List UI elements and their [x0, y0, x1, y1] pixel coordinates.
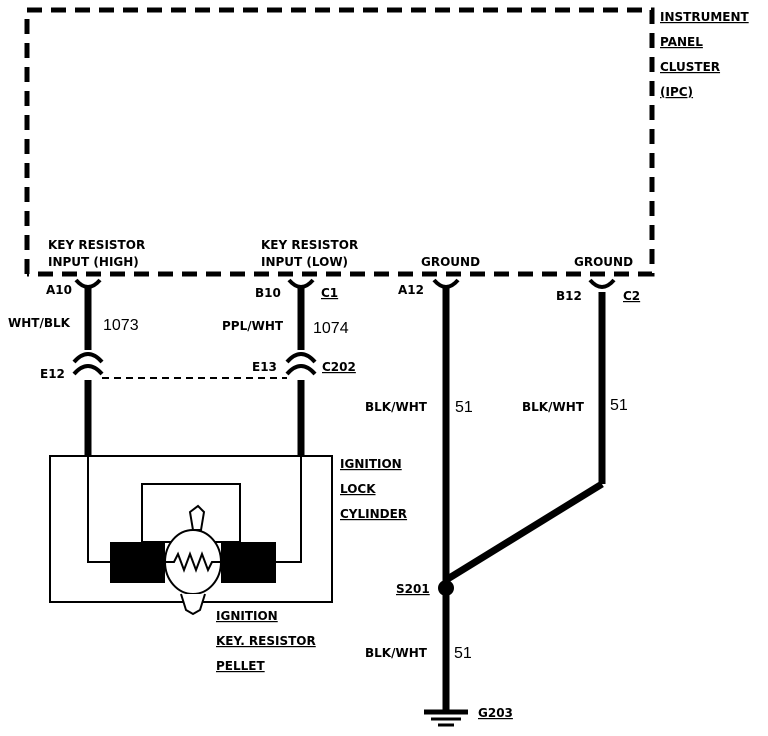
pellet-label-line1: IGNITION: [216, 609, 278, 623]
pin-e12: E12: [40, 367, 65, 381]
wires: [84, 288, 606, 712]
ignition-lock-line3: CYLINDER: [340, 507, 407, 521]
wire-51a-circuit: 51: [455, 399, 473, 416]
wire-51c-circuit: 51: [454, 645, 472, 662]
wire-1073-circuit: 1073: [103, 317, 139, 334]
splice-s201-dot: [438, 580, 454, 596]
key-low-label-line1: KEY RESISTOR: [261, 238, 358, 252]
splice-s201-label: S201: [396, 582, 430, 596]
ground2-label: GROUND: [574, 255, 633, 269]
ipc-label-line1: INSTRUMENT: [660, 10, 750, 24]
wire-51a-color: BLK/WHT: [365, 400, 428, 414]
pin-a10: A10: [46, 283, 72, 297]
ignition-lock-line1: IGNITION: [340, 457, 402, 471]
wire-1074-circuit: 1074: [313, 320, 349, 337]
wire-51b-color: BLK/WHT: [522, 400, 585, 414]
ground-g203-label: G203: [478, 706, 513, 720]
ground-symbol-icon: [424, 709, 468, 727]
resistor-pellet-icon: [164, 504, 222, 616]
pin-a12: A12: [398, 283, 424, 297]
wire-51b-circuit: 51: [610, 397, 628, 414]
ipc-dashed-outline: [24, 7, 655, 277]
ignition-lock-line2: LOCK: [340, 482, 376, 496]
pin-b12: B12: [556, 289, 582, 303]
wire-51c-color: BLK/WHT: [365, 646, 428, 660]
key-high-label-line2: INPUT (HIGH): [48, 255, 139, 269]
pellet-label-line2: KEY. RESISTOR: [216, 634, 316, 648]
wire-1074-color: PPL/WHT: [222, 319, 284, 333]
ground1-label: GROUND: [421, 255, 480, 269]
ipc-label-line3: CLUSTER: [660, 60, 720, 74]
connector-c1: C1: [321, 286, 338, 300]
key-high-label-line1: KEY RESISTOR: [48, 238, 145, 252]
ipc-label-line4: (IPC): [660, 85, 693, 99]
inline-connector-c202: [72, 352, 317, 379]
key-low-label-line2: INPUT (LOW): [261, 255, 348, 269]
pellet-contact-left: [110, 542, 165, 583]
ipc-connector-symbols: [74, 278, 616, 289]
pellet-label-line3: PELLET: [216, 659, 265, 673]
connector-c2: C2: [623, 289, 640, 303]
pin-e13: E13: [252, 360, 277, 374]
pellet-contact-right: [221, 542, 276, 583]
connector-c202-label: C202: [322, 360, 356, 374]
pin-b10: B10: [255, 286, 281, 300]
ipc-label-line2: PANEL: [660, 35, 703, 49]
wire-1073-color: WHT/BLK: [8, 316, 71, 330]
